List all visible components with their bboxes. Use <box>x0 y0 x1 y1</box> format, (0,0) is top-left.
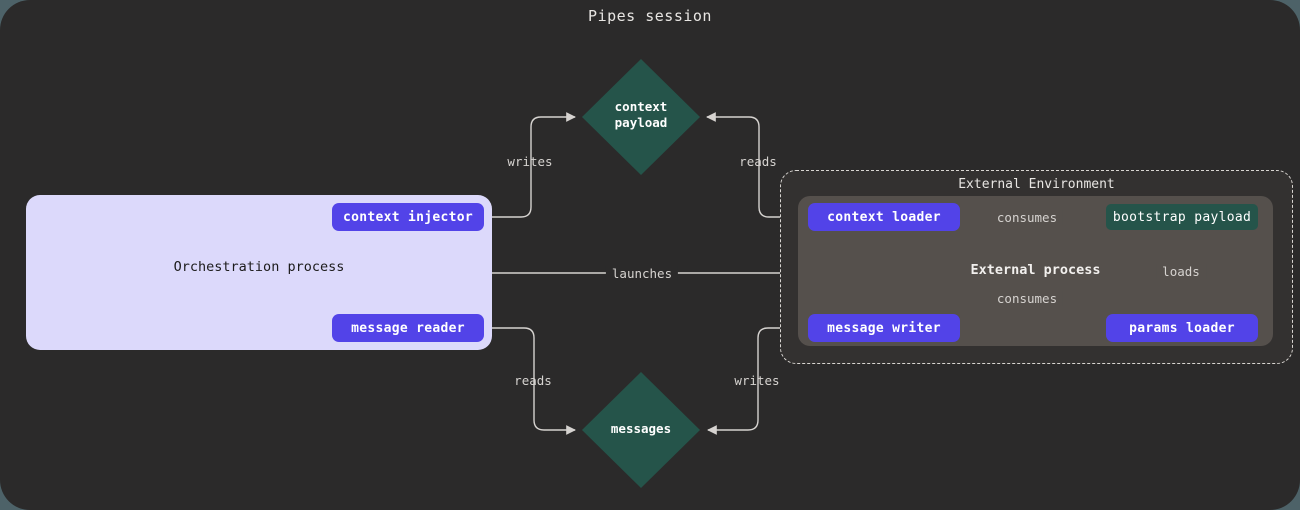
edge-label-reads-messages: reads <box>514 373 552 388</box>
node-context-loader[interactable]: context loader <box>808 203 960 231</box>
node-context-injector[interactable]: context injector <box>332 203 484 231</box>
node-params-loader[interactable]: params loader <box>1106 314 1258 342</box>
node-bootstrap-payload[interactable]: bootstrap payload <box>1106 204 1258 230</box>
edge-label-writes-messages: writes <box>734 373 780 388</box>
asset-label-messages[interactable]: messages <box>610 421 672 436</box>
node-message-writer[interactable]: message writer <box>808 314 960 342</box>
edge-label-consumes-context-loader: consumes <box>990 210 1064 225</box>
edge-label-reads-context-payload: reads <box>739 154 777 169</box>
external-process-label: External process <box>970 262 1101 278</box>
page-title: Pipes session <box>588 7 712 25</box>
edge-label-launches: launches <box>605 266 679 281</box>
edge-label-loads: loads <box>1156 264 1206 279</box>
asset-label-context-payload[interactable]: context payload <box>614 99 668 130</box>
edge-label-writes-context-payload: writes <box>507 154 553 169</box>
node-message-reader[interactable]: message reader <box>332 314 484 342</box>
orchestration-process-label: Orchestration process <box>173 259 345 275</box>
external-environment-label: External Environment <box>958 177 1115 192</box>
edge-label-consumes-message-writer: consumes <box>990 291 1064 306</box>
